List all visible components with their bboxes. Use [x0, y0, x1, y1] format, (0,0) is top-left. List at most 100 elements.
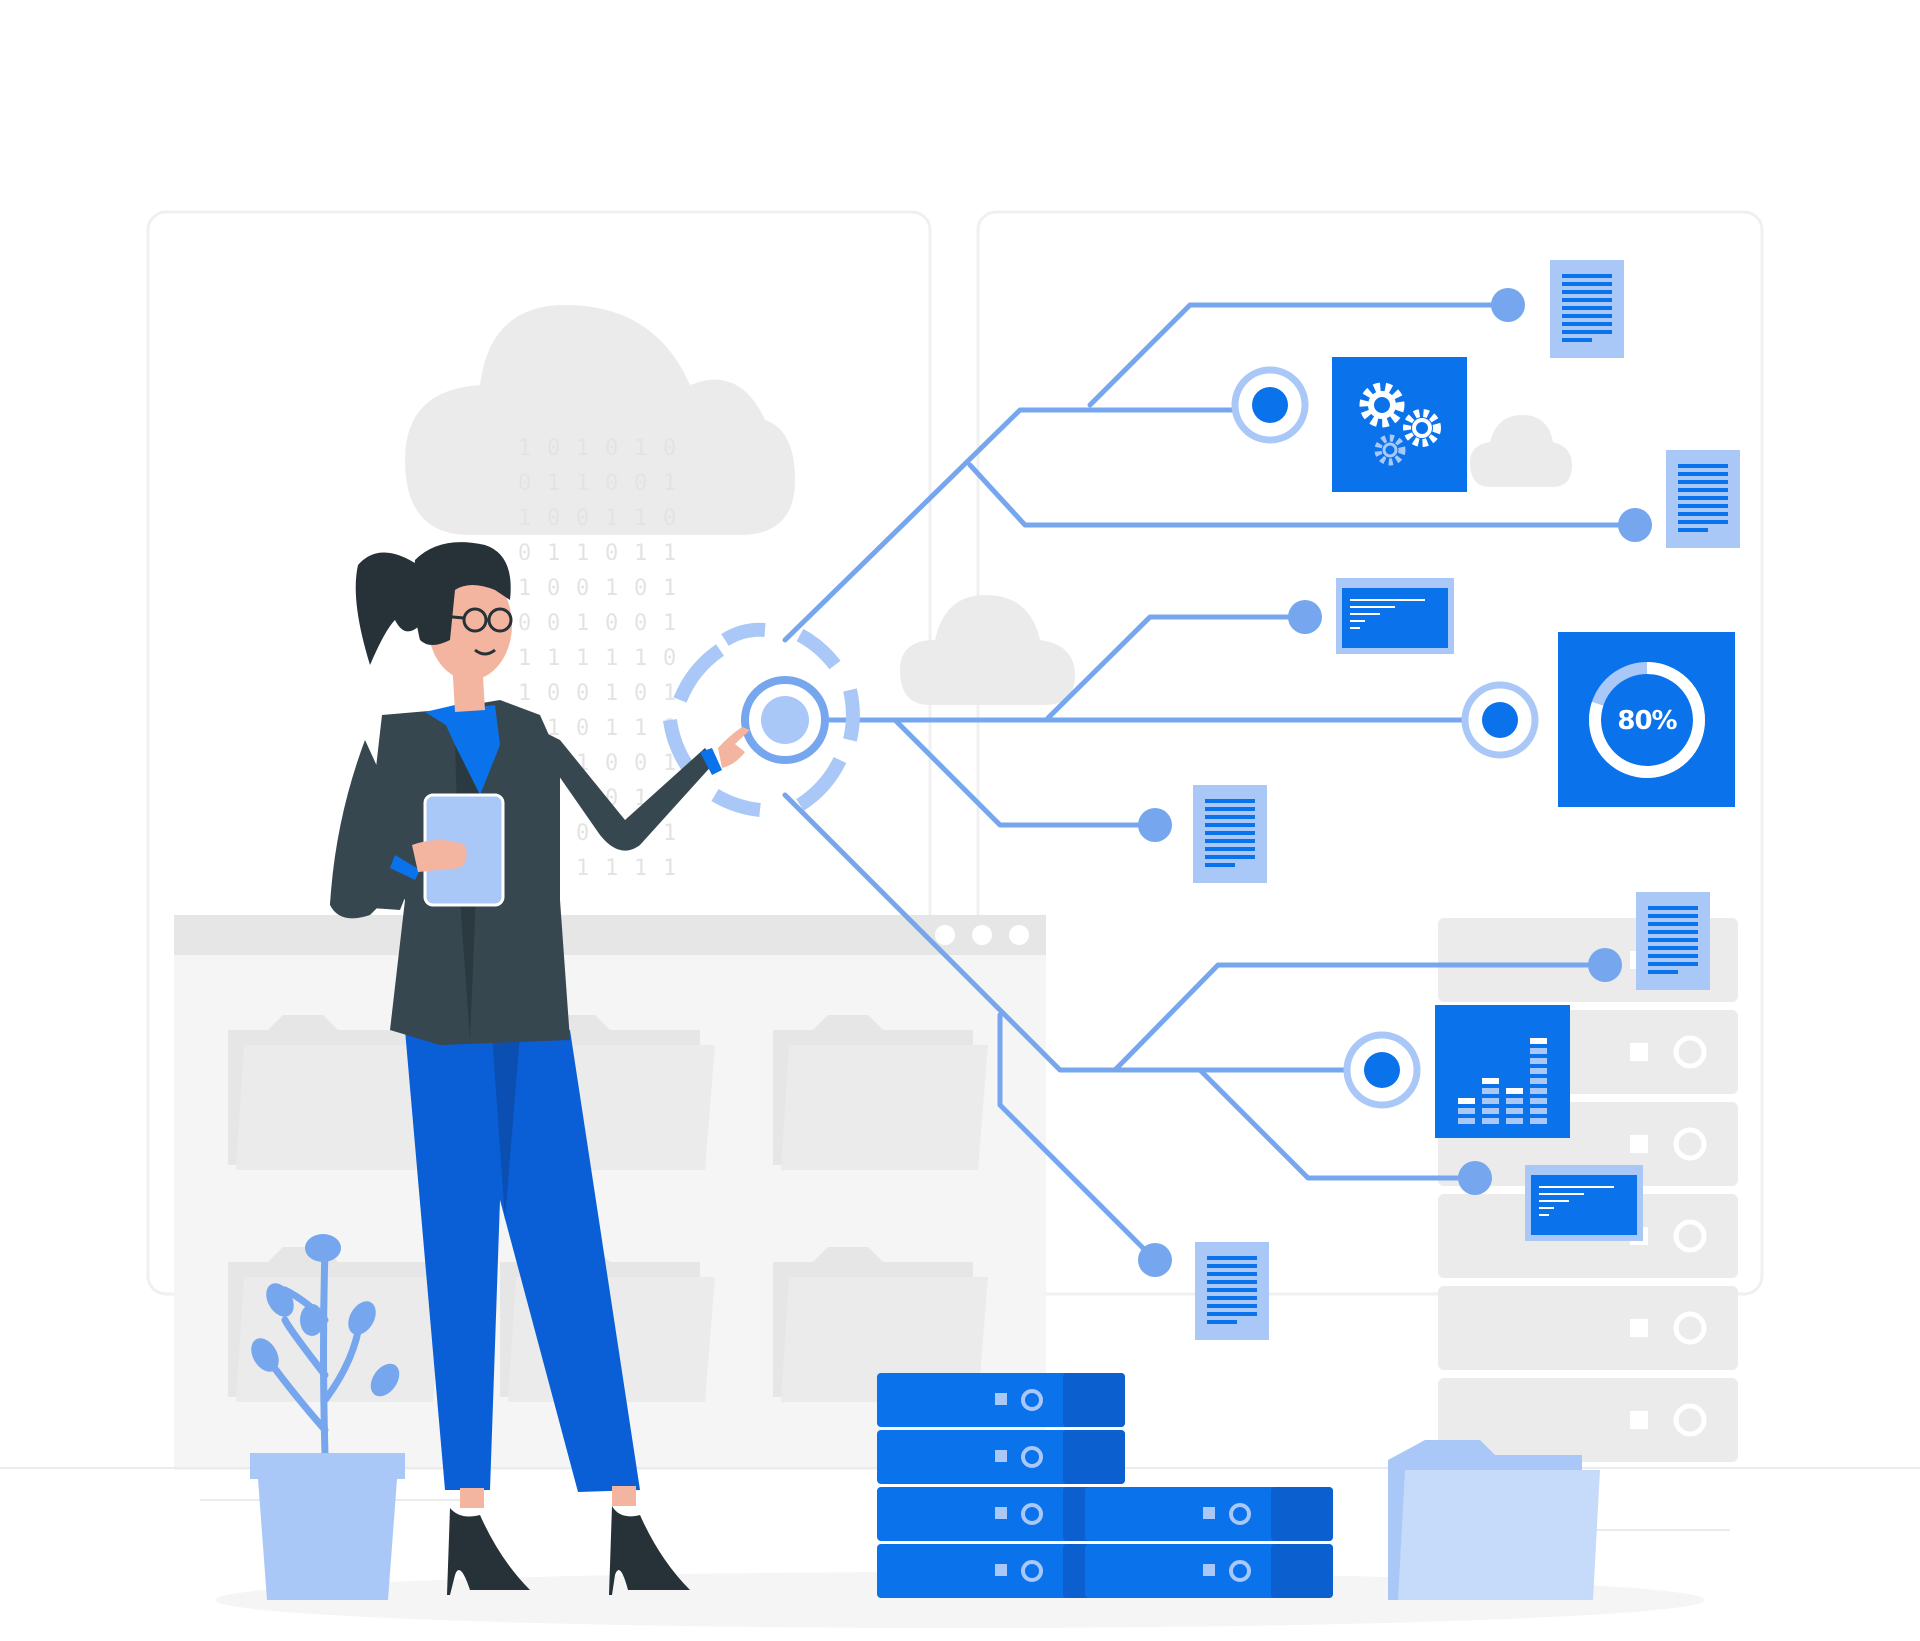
cloud-icon	[405, 305, 795, 535]
binary-digit: 0	[605, 611, 618, 636]
binary-digit: 1	[663, 681, 676, 706]
bar-segment	[1530, 1098, 1547, 1104]
hair	[413, 542, 511, 645]
bar-segment	[1530, 1118, 1547, 1124]
bar-segment	[1482, 1108, 1499, 1114]
plant-icon	[250, 1234, 405, 1600]
gear-icon	[1374, 434, 1406, 466]
binary-digit: 1	[663, 541, 676, 566]
rack-unit	[1438, 1286, 1738, 1370]
binary-digit: 1	[576, 611, 589, 636]
binary-digit: 1	[663, 611, 676, 636]
connection-dots	[1138, 288, 1652, 1277]
bar-segment	[1530, 1108, 1547, 1114]
binary-digit: 0	[518, 541, 531, 566]
binary-digit: 1	[634, 541, 647, 566]
binary-digit: 1	[605, 506, 618, 531]
binary-digit: 1	[576, 646, 589, 671]
ponytail	[355, 552, 420, 665]
window-dot-icon	[1009, 925, 1029, 945]
binary-digit: 1	[634, 716, 647, 741]
binary-digit: 1	[634, 506, 647, 531]
bar-chart-panel	[1435, 1005, 1570, 1138]
binary-digit: 1	[576, 471, 589, 496]
grey-folder-icon	[773, 1247, 988, 1402]
binary-digit: 0	[663, 646, 676, 671]
bar-segment	[1458, 1098, 1475, 1104]
hand	[412, 840, 467, 872]
shoe	[447, 1508, 530, 1595]
bar-segment	[1506, 1108, 1523, 1114]
bar-segment	[1530, 1048, 1547, 1054]
grey-folders	[228, 1015, 988, 1402]
trousers	[405, 1030, 640, 1492]
binary-digit: 0	[547, 611, 560, 636]
bar-chart-icon	[1458, 1038, 1547, 1124]
code-window-icon	[1336, 578, 1454, 654]
binary-digit: 1	[518, 681, 531, 706]
binary-digit: 1	[518, 506, 531, 531]
bar-segment	[1458, 1118, 1475, 1124]
binary-digit: 1	[663, 856, 676, 881]
binary-digit: 0	[576, 506, 589, 531]
binary-digit: 0	[605, 436, 618, 461]
binary-digit: 1	[605, 576, 618, 601]
binary-digit: 0	[634, 471, 647, 496]
binary-digit: 1	[605, 646, 618, 671]
binary-digit: 1	[663, 751, 676, 776]
small-cloud-icon	[1470, 415, 1572, 487]
binary-digit: 1	[547, 646, 560, 671]
binary-digit: 1	[634, 646, 647, 671]
document-icons	[1193, 260, 1740, 1340]
binary-digit: 1	[634, 856, 647, 881]
binary-digit: 1	[576, 856, 589, 881]
binary-digit: 0	[605, 541, 618, 566]
binary-digit: 0	[518, 611, 531, 636]
progress-panel: 80%	[1558, 632, 1735, 807]
binary-digit: 1	[605, 716, 618, 741]
document-icon	[1636, 892, 1710, 990]
small-cloud-icon	[900, 595, 1075, 705]
binary-digit: 1	[605, 856, 618, 881]
server-unit	[877, 1373, 1125, 1427]
rack-unit	[1438, 1378, 1738, 1462]
bar-segment	[1530, 1038, 1547, 1044]
ring-node-icon	[1343, 1031, 1421, 1109]
binary-digit: 1	[605, 681, 618, 706]
binary-digit: 1	[634, 436, 647, 461]
binary-digit: 0	[576, 716, 589, 741]
bar-segment	[1482, 1098, 1499, 1104]
progress-ring	[1589, 662, 1705, 778]
ring-node-icon	[1461, 681, 1539, 759]
bar-segment	[1482, 1078, 1499, 1084]
binary-digit: 1	[518, 576, 531, 601]
grey-folder-icon	[773, 1015, 988, 1170]
bar-segment	[1530, 1068, 1547, 1074]
binary-digit: 0	[547, 576, 560, 601]
bar-segment	[1482, 1118, 1499, 1124]
binary-digit: 0	[634, 751, 647, 776]
binary-digit: 1	[663, 471, 676, 496]
binary-digit: 1	[518, 436, 531, 461]
document-icon	[1666, 450, 1740, 548]
document-icon	[1193, 785, 1267, 883]
progress-label: 80%	[1617, 706, 1677, 736]
window-dot-icon	[935, 925, 955, 945]
binary-digit: 0	[576, 681, 589, 706]
gear-panel	[1332, 357, 1467, 492]
gear-icon	[1359, 382, 1405, 428]
connection-network	[782, 302, 1638, 1263]
bar-segment	[1506, 1118, 1523, 1124]
binary-digit: 0	[663, 506, 676, 531]
folder-icon	[1388, 1440, 1600, 1600]
binary-digit: 1	[663, 576, 676, 601]
grey-folder-icon	[228, 1015, 443, 1170]
bar-segment	[1506, 1088, 1523, 1094]
binary-digit: 0	[576, 576, 589, 601]
binary-digit: 0	[634, 611, 647, 636]
binary-digit: 0	[605, 471, 618, 496]
binary-digit: 1	[547, 716, 560, 741]
bar-segment	[1458, 1108, 1475, 1114]
gear-icon	[1403, 409, 1441, 447]
